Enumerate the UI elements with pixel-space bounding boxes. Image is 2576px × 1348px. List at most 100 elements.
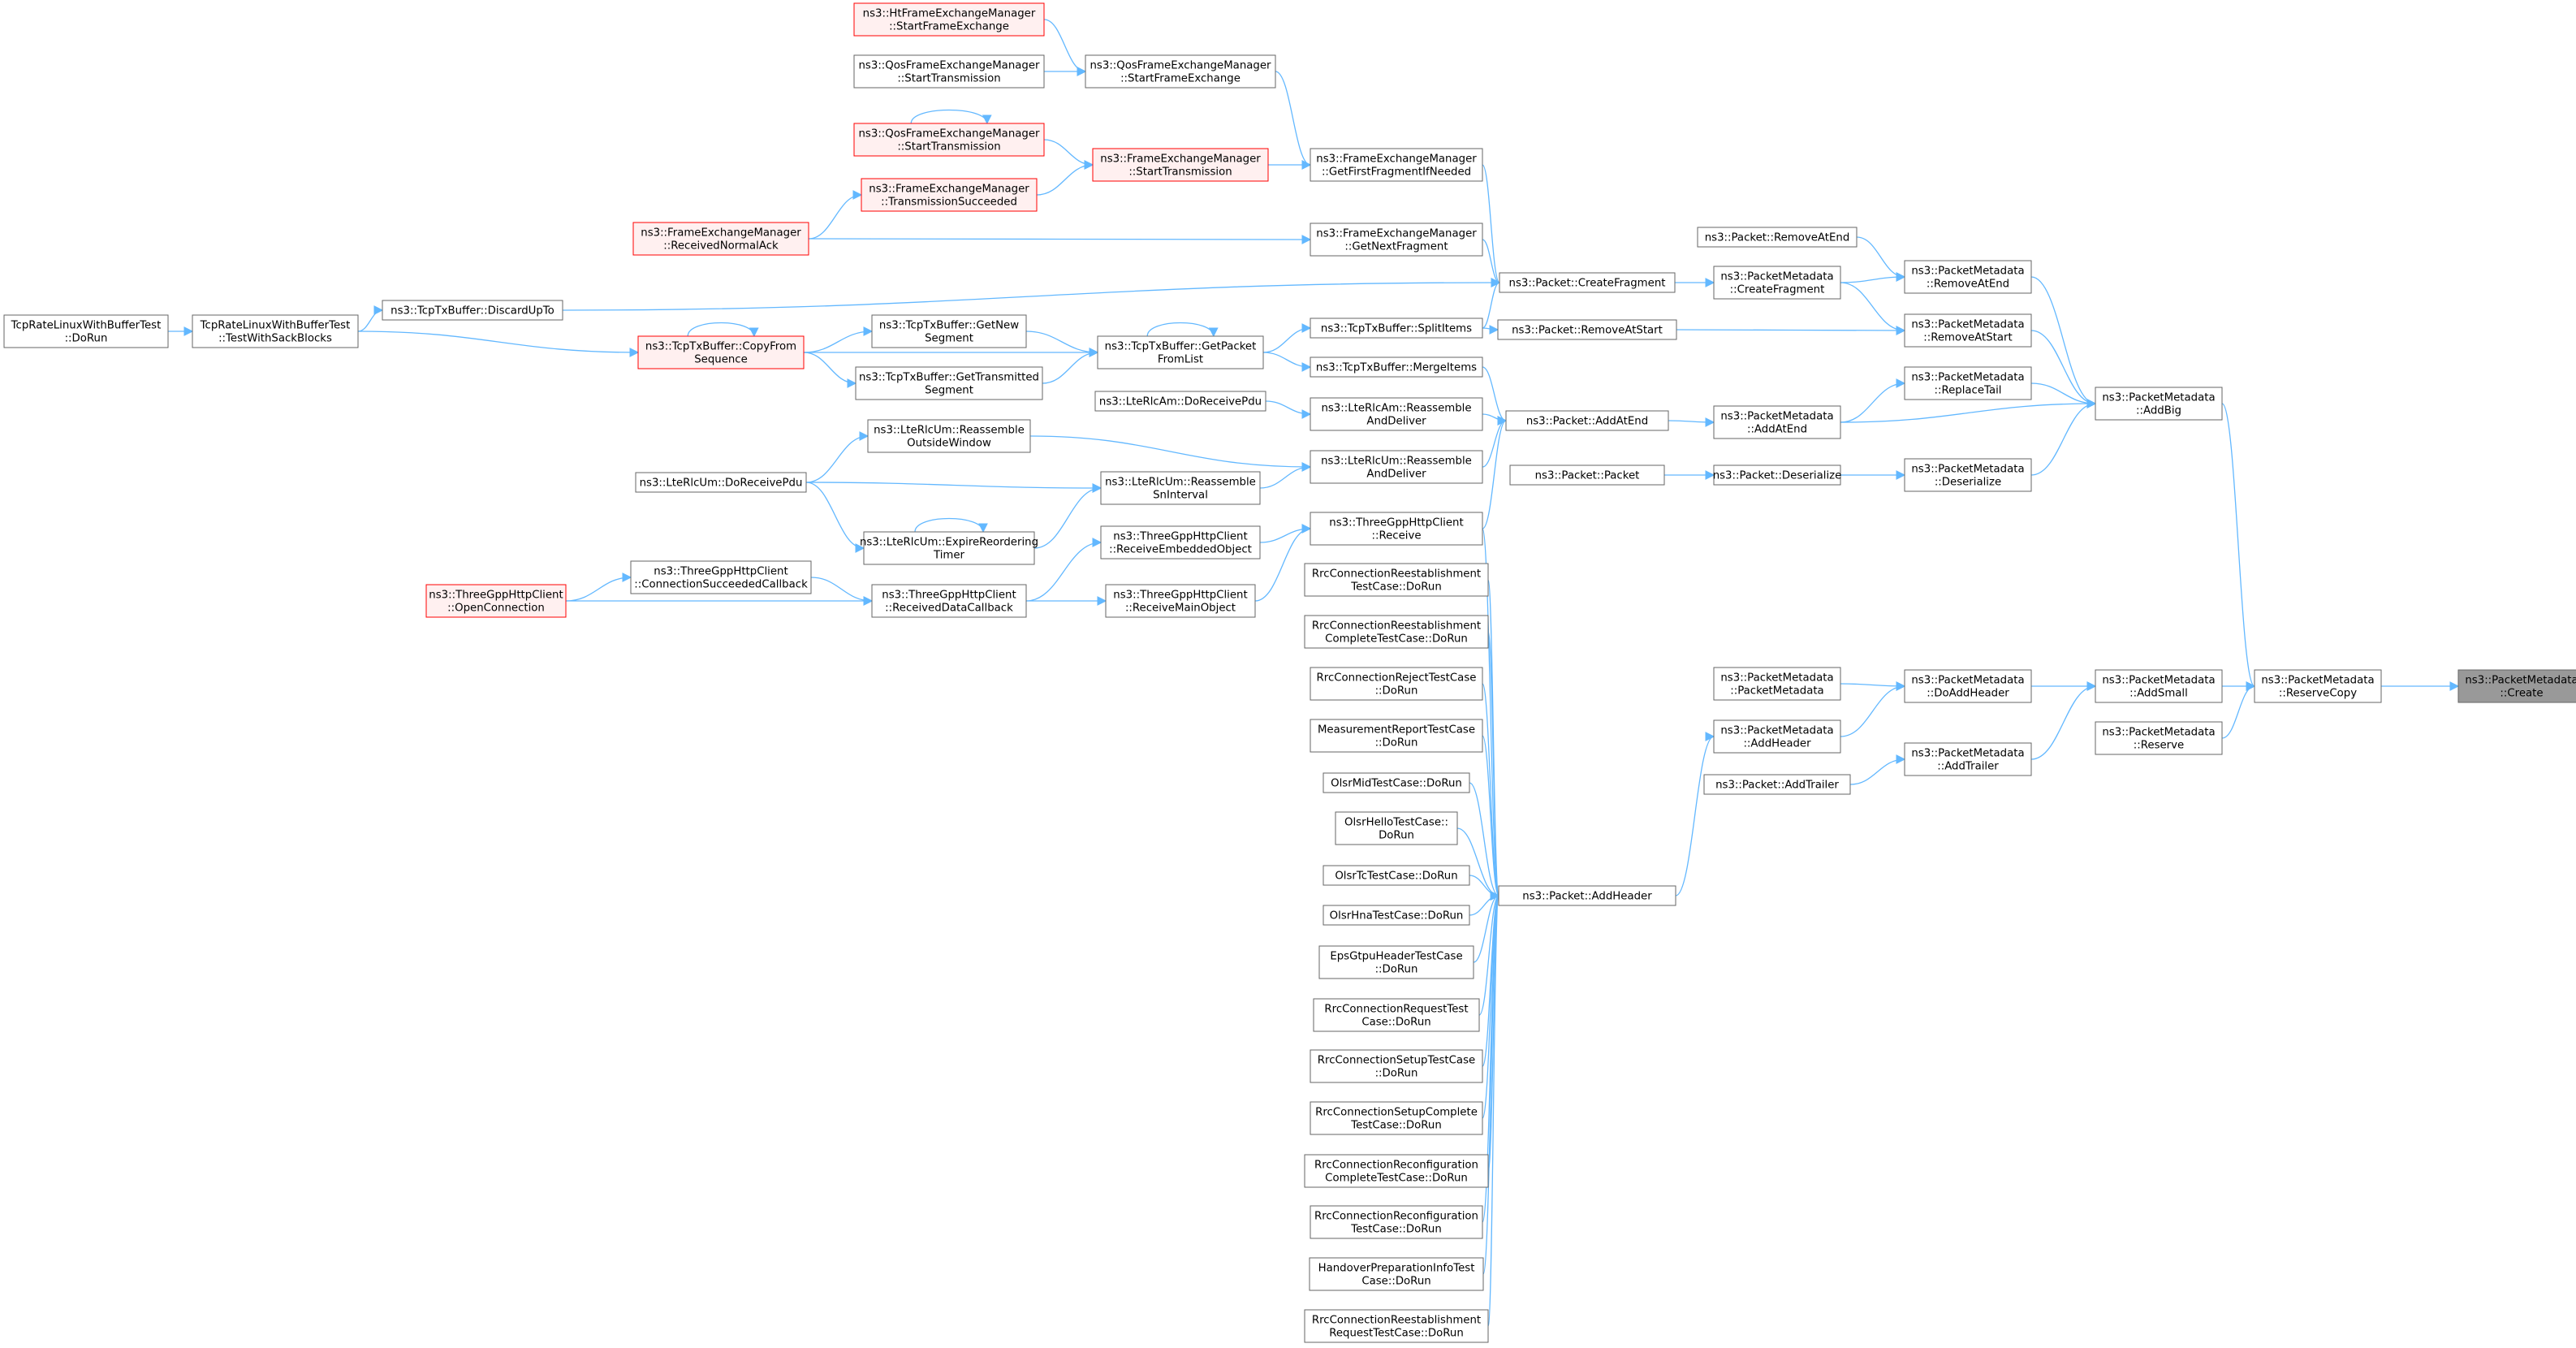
graph-node[interactable]: ns3::FrameExchangeManager::GetFirstFragm… <box>1310 148 1483 182</box>
node-box[interactable] <box>1703 774 1851 795</box>
node-box[interactable] <box>1304 1309 1489 1343</box>
node-box[interactable] <box>192 314 359 348</box>
graph-node[interactable]: RrcConnectionSetupCompleteTestCase::DoRu… <box>1310 1101 1483 1135</box>
node-box[interactable] <box>2254 669 2382 703</box>
graph-node[interactable]: TcpRateLinuxWithBufferTest::TestWithSack… <box>192 314 359 348</box>
graph-node[interactable]: ns3::HtFrameExchangeManager::StartFrameE… <box>853 2 1045 37</box>
graph-node[interactable]: ns3::Packet::AddHeader <box>1498 885 1676 906</box>
graph-node[interactable]: ns3::PacketMetadata::Deserialize <box>1904 458 2032 492</box>
node-box[interactable] <box>2095 387 2223 421</box>
node-box[interactable] <box>1335 811 1458 845</box>
node-box[interactable] <box>1323 905 1470 926</box>
node-box[interactable] <box>1310 318 1483 339</box>
node-box[interactable] <box>1304 615 1489 649</box>
node-box[interactable] <box>1310 356 1483 378</box>
node-box[interactable] <box>1498 885 1676 906</box>
graph-node[interactable]: RrcConnectionReconfigurationCompleteTest… <box>1304 1154 1489 1188</box>
graph-node[interactable]: ns3::Packet::RemoveAtEnd <box>1697 227 1858 248</box>
graph-node[interactable]: RrcConnectionReestablishmentCompleteTest… <box>1304 615 1489 649</box>
graph-node[interactable]: ns3::QosFrameExchangeManager::StartTrans… <box>853 123 1045 157</box>
node-box[interactable] <box>1310 148 1483 182</box>
graph-node[interactable]: ns3::PacketMetadata::AddSmall <box>2095 669 2223 703</box>
node-box[interactable] <box>1904 366 2032 400</box>
node-box[interactable] <box>632 222 809 256</box>
graph-node[interactable]: ns3::PacketMetadata::AddAtEnd <box>1713 405 1841 439</box>
graph-node[interactable]: ns3::PacketMetadata::AddTrailer <box>1904 742 2032 776</box>
graph-node[interactable]: ns3::FrameExchangeManager::GetNextFragme… <box>1310 223 1483 257</box>
graph-node[interactable]: ns3::Packet::CreateFragment <box>1499 272 1676 293</box>
graph-node[interactable]: ns3::PacketMetadata::RemoveAtStart <box>1904 313 2032 348</box>
node-box[interactable] <box>1105 584 1256 618</box>
node-box[interactable] <box>1085 54 1276 89</box>
graph-node[interactable]: ns3::PacketMetadata::ReplaceTail <box>1904 366 2032 400</box>
graph-node[interactable]: ns3::PacketMetadata::PacketMetadata <box>1713 667 1841 701</box>
graph-node[interactable]: ns3::Packet::AddAtEnd <box>1505 410 1669 431</box>
graph-node[interactable]: ns3::ThreeGppHttpClient::Receive <box>1310 512 1483 546</box>
graph-node[interactable]: ns3::ThreeGppHttpClient::ReceivedDataCal… <box>871 584 1027 618</box>
node-box[interactable] <box>1499 272 1676 293</box>
node-box[interactable] <box>635 472 807 493</box>
node-box[interactable] <box>1904 260 2032 294</box>
graph-node[interactable]: ns3::QosFrameExchangeManager::StartFrame… <box>1085 54 1276 89</box>
graph-node-focus[interactable]: ns3::PacketMetadata::Create <box>2457 669 2576 703</box>
node-box[interactable] <box>1713 405 1841 439</box>
graph-node[interactable]: RrcConnectionRejectTestCase::DoRun <box>1310 667 1483 701</box>
graph-node[interactable]: OlsrHnaTestCase::DoRun <box>1323 905 1470 926</box>
node-box[interactable] <box>855 366 1043 400</box>
graph-node[interactable]: ns3::FrameExchangeManager::StartTransmis… <box>1092 148 1269 182</box>
graph-node[interactable]: ns3::PacketMetadata::DoAddHeader <box>1904 669 2032 703</box>
graph-node[interactable]: ns3::FrameExchangeManager::TransmissionS… <box>861 178 1038 212</box>
node-box[interactable] <box>1310 667 1483 701</box>
node-box[interactable] <box>1323 865 1470 886</box>
node-box[interactable] <box>1310 1049 1483 1083</box>
graph-node[interactable]: OlsrHelloTestCase::DoRun <box>1335 811 1458 845</box>
node-box[interactable] <box>1313 998 1480 1032</box>
node-box[interactable] <box>1904 313 2032 348</box>
node-box[interactable] <box>382 300 563 321</box>
graph-node[interactable]: ns3::LteRlcUm::DoReceivePdu <box>635 472 807 493</box>
node-box[interactable] <box>861 178 1038 212</box>
graph-node[interactable]: ns3::QosFrameExchangeManager::StartTrans… <box>853 54 1045 89</box>
node-box[interactable] <box>1904 742 2032 776</box>
node-box[interactable] <box>1094 391 1266 412</box>
node-box[interactable] <box>853 2 1045 37</box>
graph-node[interactable]: ns3::ThreeGppHttpClient::ConnectionSucce… <box>630 560 812 594</box>
node-box[interactable] <box>1304 1154 1489 1188</box>
node-box[interactable] <box>2457 669 2576 703</box>
graph-node[interactable]: OlsrTcTestCase::DoRun <box>1323 865 1470 886</box>
graph-node[interactable]: ns3::ThreeGppHttpClient::ReceiveEmbedded… <box>1100 525 1261 560</box>
graph-node[interactable]: ns3::Packet::Packet <box>1509 464 1665 486</box>
graph-node[interactable]: ns3::Packet::RemoveAtStart <box>1497 319 1677 340</box>
graph-node[interactable]: ns3::Packet::Deserialize <box>1713 464 1842 486</box>
node-box[interactable] <box>871 584 1027 618</box>
node-box[interactable] <box>2095 721 2223 755</box>
graph-node[interactable]: EpsGtpuHeaderTestCase::DoRun <box>1318 945 1474 979</box>
node-box[interactable] <box>637 335 805 369</box>
node-box[interactable] <box>1904 458 2032 492</box>
node-box[interactable] <box>1310 512 1483 546</box>
graph-node[interactable]: ns3::PacketMetadata::CreateFragment <box>1713 266 1841 300</box>
node-box[interactable] <box>867 419 1031 453</box>
node-box[interactable] <box>1323 772 1470 793</box>
node-box[interactable] <box>1310 223 1483 257</box>
node-box[interactable] <box>1713 464 1841 486</box>
node-box[interactable] <box>1505 410 1669 431</box>
graph-node[interactable]: OlsrMidTestCase::DoRun <box>1323 772 1470 793</box>
node-box[interactable] <box>863 531 1035 565</box>
node-box[interactable] <box>1904 669 2032 703</box>
node-box[interactable] <box>1097 335 1264 369</box>
node-box[interactable] <box>1713 667 1841 701</box>
node-box[interactable] <box>1713 719 1841 754</box>
node-box[interactable] <box>1100 471 1261 505</box>
graph-node[interactable]: ns3::ThreeGppHttpClient::ReceiveMainObje… <box>1105 584 1256 618</box>
graph-node[interactable]: RrcConnectionReestablishmentTestCase::Do… <box>1304 563 1489 597</box>
node-box[interactable] <box>425 584 567 618</box>
graph-node[interactable]: ns3::TcpTxBuffer::SplitItems <box>1310 318 1483 339</box>
